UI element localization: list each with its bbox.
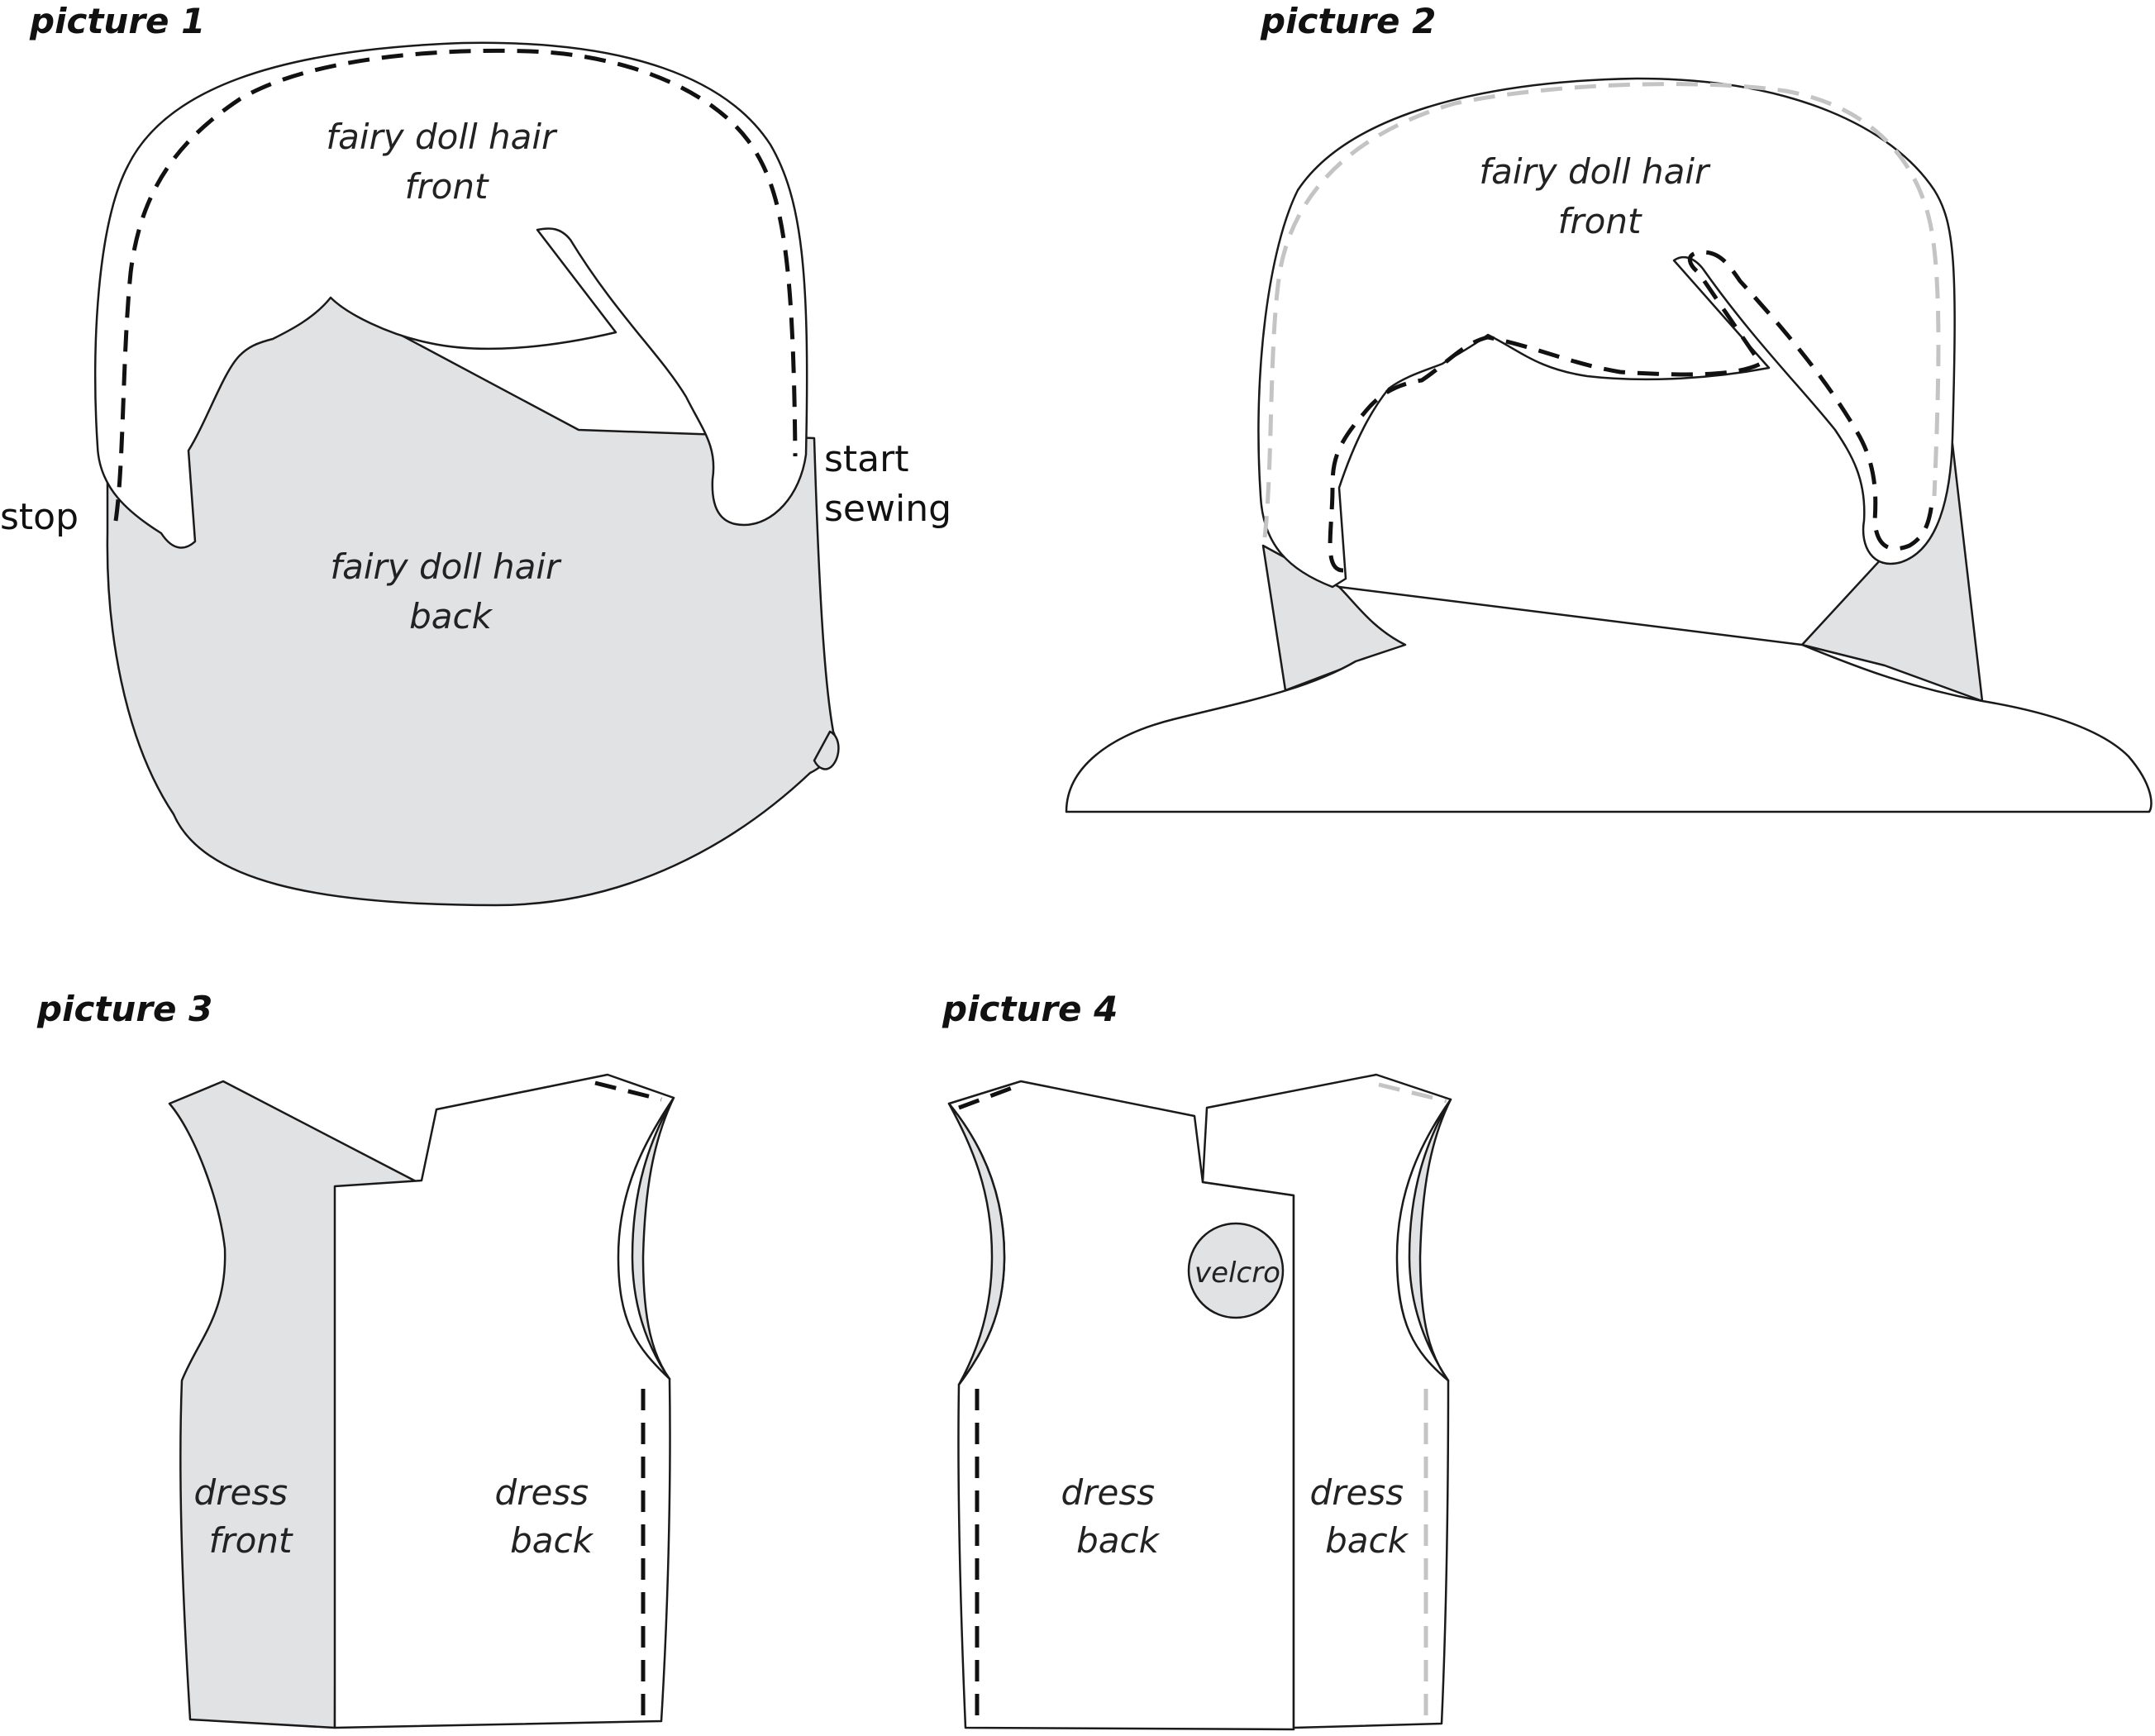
dress-front-piece	[168, 1080, 419, 1729]
dress-back-piece	[333, 1073, 675, 1729]
hair-back-knob	[813, 730, 840, 770]
seam-line-1	[113, 48, 798, 522]
seam-line-3a	[594, 1080, 662, 1102]
doll-body-outline	[1065, 585, 2153, 813]
picture-3: picture 3 dress front dress back	[36, 989, 675, 1729]
dress-back-right-piece	[1201, 1073, 1452, 1729]
dress-front-label: dress front	[194, 1472, 299, 1561]
hair-front-piece-2	[1257, 77, 1956, 589]
seam-line-4a	[958, 1082, 1022, 1110]
picture-4-title: picture 4	[942, 989, 1118, 1029]
dress-back-fold	[631, 1096, 675, 1381]
hair-front-piece	[93, 41, 808, 549]
picture-2: picture 2 fairy doll hair front	[1065, 1, 2153, 813]
picture-3-title: picture 3	[36, 989, 212, 1029]
picture-4: picture 4 velcro dress back dress back	[942, 989, 1452, 1731]
velcro-patch	[1187, 1222, 1285, 1319]
dress-back-label: dress back	[495, 1472, 600, 1561]
hair-front-label-2: fairy doll hair front	[1479, 151, 1719, 241]
stop-label: stop	[0, 496, 79, 538]
seam-line-4c	[1378, 1082, 1447, 1104]
hair-front-label: fairy doll hair front	[326, 117, 566, 207]
seam-line-2	[1328, 250, 1935, 573]
hair-back-label: fairy doll hair back	[330, 546, 570, 637]
dress-back-right-fold	[1408, 1098, 1452, 1382]
start-sewing-label: start sewing	[824, 438, 951, 530]
picture-1-title: picture 1	[29, 1, 205, 41]
picture-1: picture 1 fairy doll hair front fairy do…	[0, 1, 951, 907]
dress-back-right-label: dress back	[1310, 1472, 1415, 1561]
dress-back-left-fold	[947, 1102, 1006, 1386]
dress-back-left-label: dress back	[1061, 1472, 1166, 1561]
velcro-label: velcro	[1194, 1257, 1280, 1290]
picture-2-title: picture 2	[1260, 1, 1436, 41]
seam-line-done	[1262, 82, 1941, 538]
hair-back-piece	[106, 296, 837, 907]
